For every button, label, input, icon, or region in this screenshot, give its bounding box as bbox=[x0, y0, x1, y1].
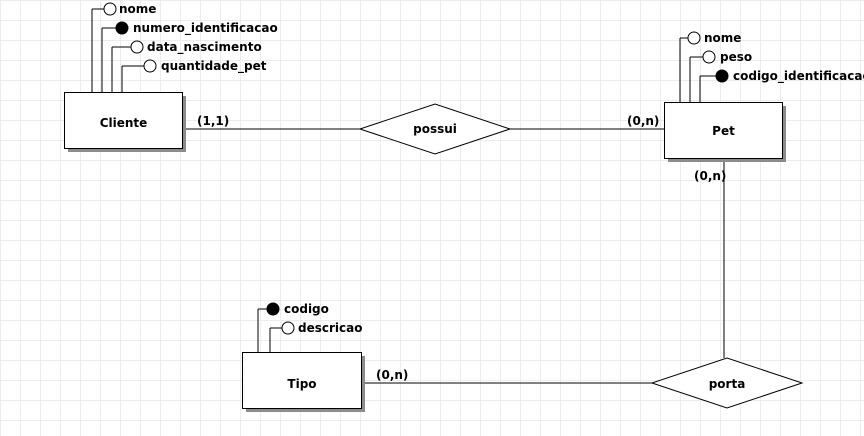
relationship-porta-label: porta bbox=[709, 377, 746, 391]
attr-cliente-nome: nome bbox=[119, 2, 156, 16]
entity-pet-label: Pet bbox=[712, 124, 735, 138]
entity-pet[interactable]: nome peso codigo_identificacao Pet bbox=[664, 31, 864, 162]
attribute-open-icon bbox=[143, 59, 157, 73]
attr-pet-peso: peso bbox=[720, 50, 752, 64]
attribute-key-icon bbox=[715, 69, 729, 83]
attr-cliente-data-nascimento: data_nascimento bbox=[147, 40, 262, 55]
attr-cliente-quantidade-pet: quantidade_pet bbox=[161, 59, 267, 74]
attribute-key-icon bbox=[266, 302, 280, 316]
cardinality-tipo-porta: (0,n) bbox=[376, 368, 408, 382]
attr-pet-codigo-identificacao: codigo_identificacao bbox=[733, 69, 864, 84]
attribute-open-icon bbox=[130, 40, 144, 54]
attribute-open-icon bbox=[103, 2, 117, 16]
attr-cliente-numero-identificacao: numero_identificacao bbox=[133, 21, 278, 36]
attribute-key-icon bbox=[115, 21, 129, 35]
entity-tipo[interactable]: codigo descricao Tipo bbox=[242, 302, 366, 412]
relationship-porta[interactable]: porta bbox=[650, 357, 804, 409]
entity-cliente-label: Cliente bbox=[100, 116, 148, 130]
relationship-possui[interactable]: possui bbox=[358, 103, 512, 155]
attribute-open-icon bbox=[687, 31, 701, 45]
cardinality-pet-porta: (0,n) bbox=[694, 169, 726, 183]
attr-tipo-descricao: descricao bbox=[298, 321, 362, 335]
entity-cliente[interactable]: nome numero_identificacao data_nasciment… bbox=[64, 2, 278, 152]
cardinality-pet-possui: (0,n) bbox=[627, 114, 659, 128]
entity-tipo-label: Tipo bbox=[287, 377, 316, 391]
relationship-possui-label: possui bbox=[413, 122, 457, 136]
attribute-open-icon bbox=[702, 50, 716, 64]
attribute-open-icon bbox=[281, 321, 295, 335]
attr-pet-nome: nome bbox=[704, 31, 741, 45]
attr-tipo-codigo: codigo bbox=[284, 302, 329, 316]
cardinality-cliente-possui: (1,1) bbox=[197, 114, 229, 128]
